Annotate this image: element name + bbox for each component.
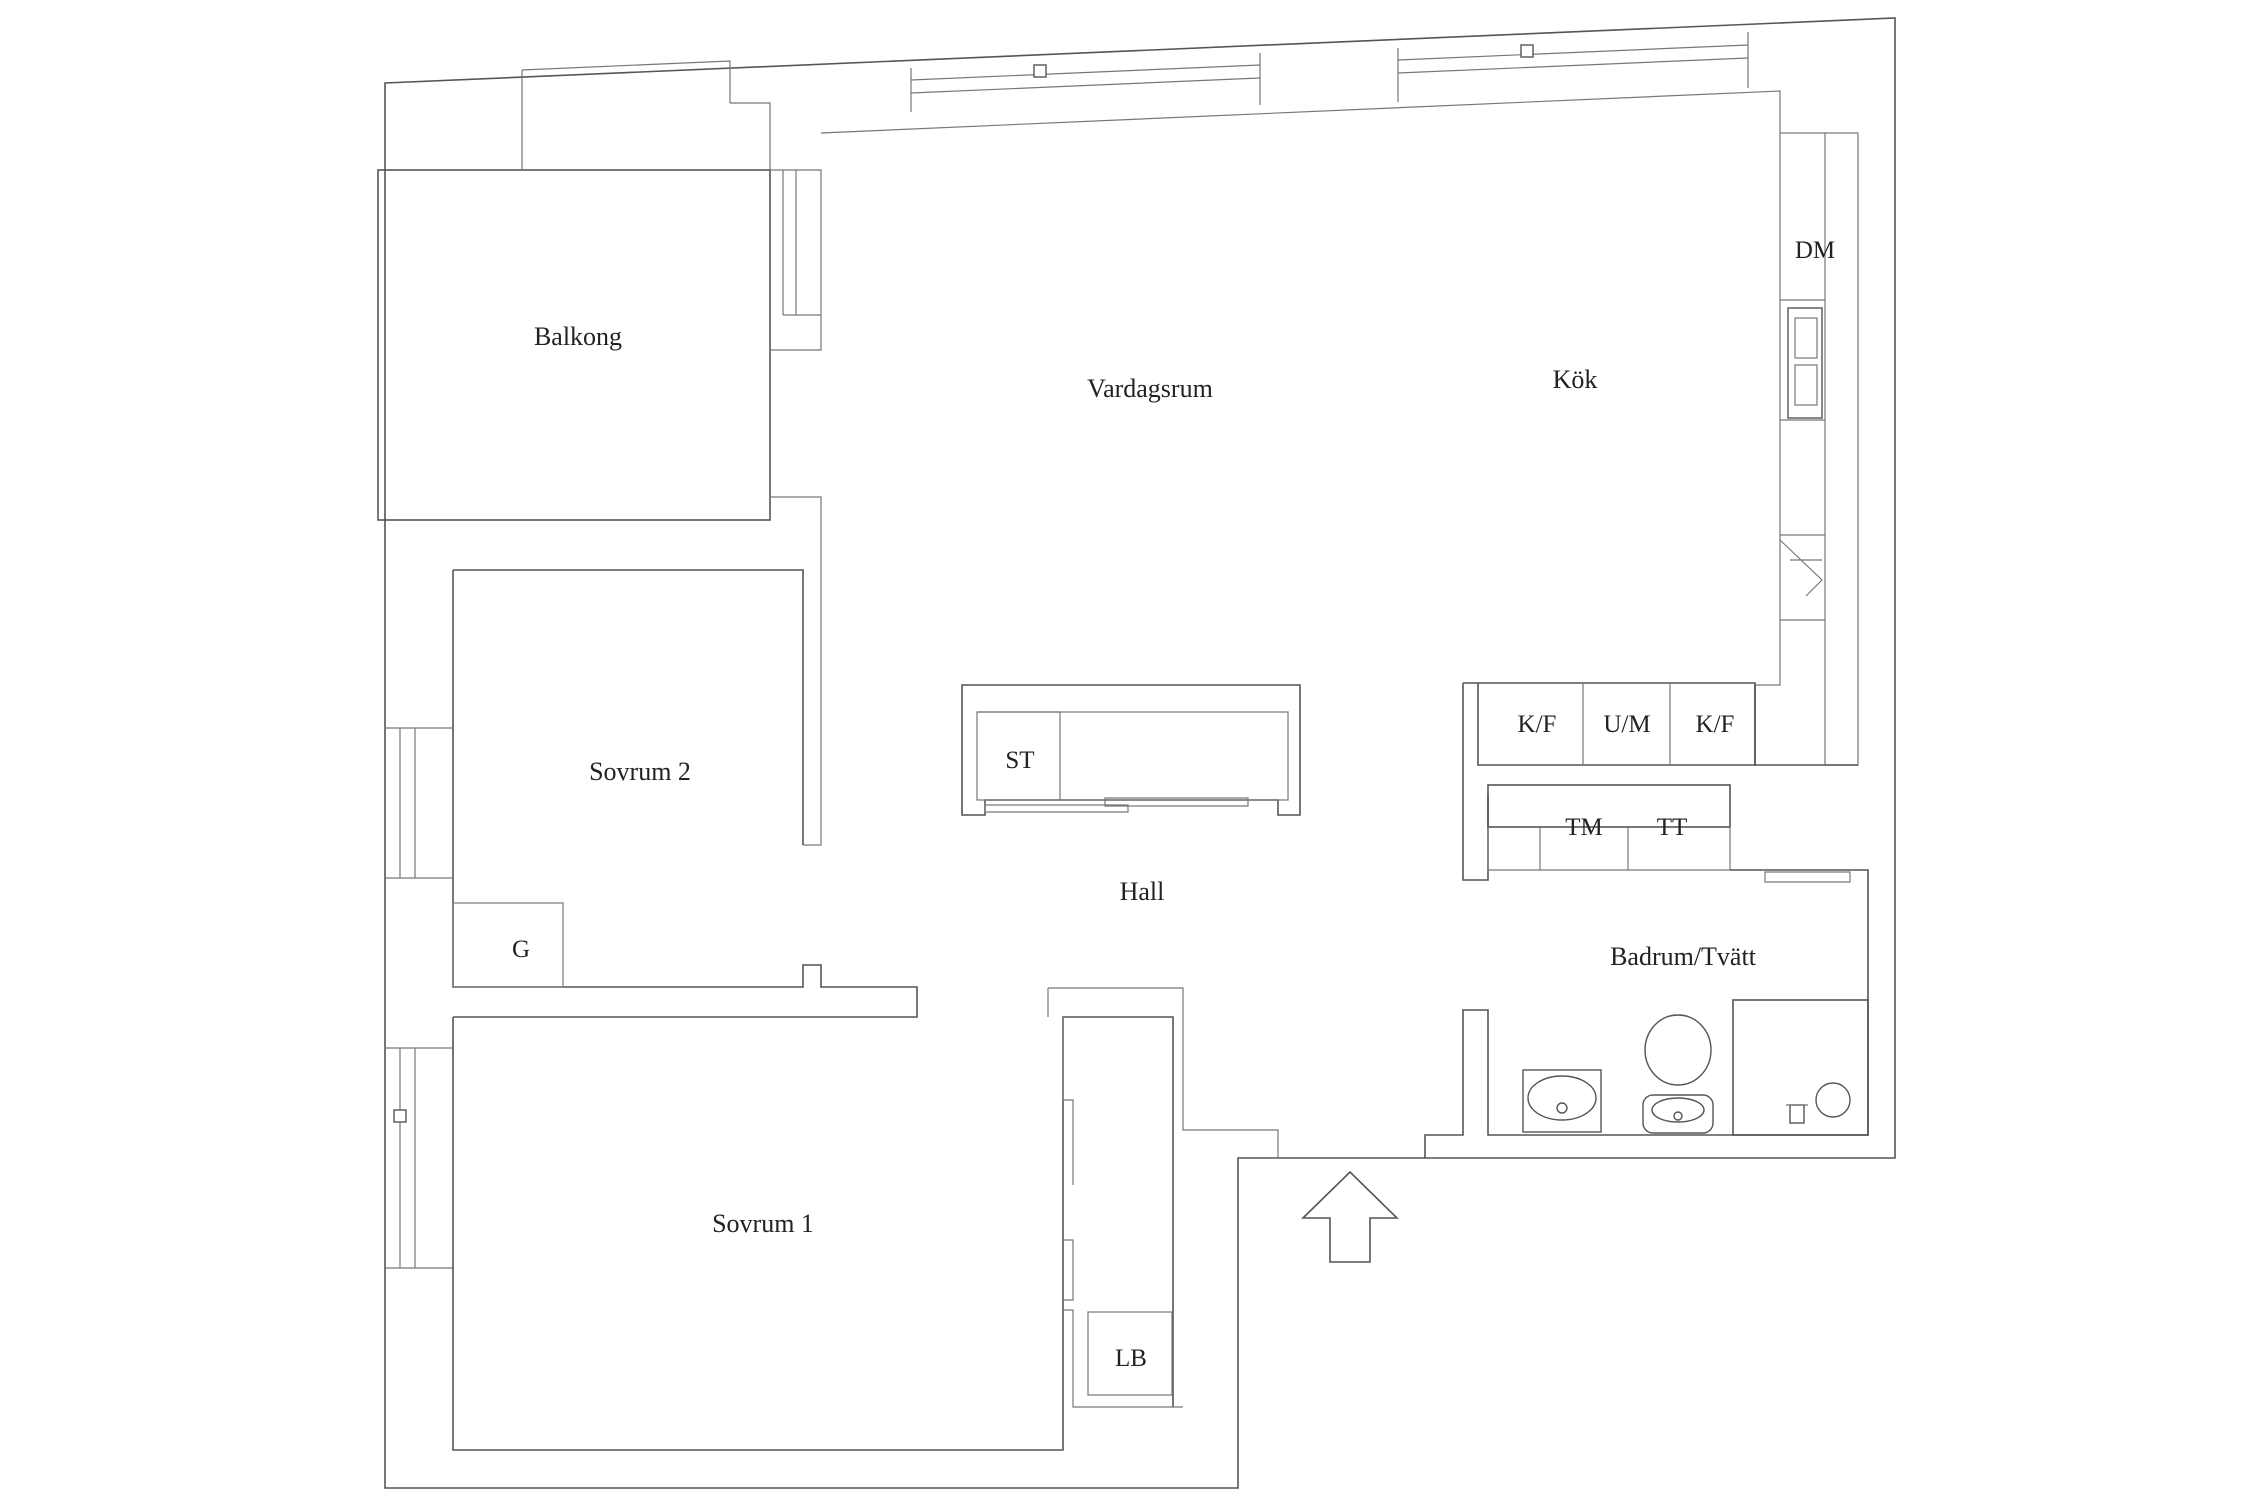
room-label-balkong: Balkong (534, 322, 622, 351)
fixture-label-st: ST (1005, 747, 1034, 774)
fixture-label-tm: TM (1565, 814, 1603, 841)
room-label-badrum: Badrum/Tvätt (1610, 942, 1757, 971)
shower-icon (1786, 1082, 1851, 1124)
bedroom-2-walls (452, 569, 918, 1018)
outer-wall (384, 17, 1896, 1489)
bathroom (1424, 869, 1869, 1158)
fixture-label-tt: TT (1657, 814, 1688, 841)
bedroom-1-walls (452, 987, 1279, 1451)
wardrobe-st (961, 684, 1301, 816)
inner-wall (820, 90, 1781, 686)
room-label-hall: Hall (1120, 877, 1165, 906)
fixture-label-kf-2: K/F (1696, 711, 1735, 738)
fixture-label-g: G (512, 936, 530, 963)
left-windows (385, 727, 453, 1269)
toilet-icon (1642, 1014, 1714, 1134)
balcony (377, 60, 822, 846)
kitchen (1462, 132, 1859, 881)
fixture-label-lb: LB (1115, 1345, 1147, 1372)
room-label-sovrum-1: Sovrum 1 (712, 1209, 814, 1238)
fixture-label-kf-1: K/F (1518, 711, 1557, 738)
room-label-sovrum-2: Sovrum 2 (589, 757, 691, 786)
top-windows (910, 32, 1749, 112)
arrow-up-icon (1301, 1170, 1399, 1263)
fixture-label-um: U/M (1603, 711, 1650, 738)
room-label-vardagsrum: Vardagsrum (1087, 374, 1213, 403)
room-label-kok: Kök (1553, 365, 1598, 394)
fixture-label-dm: DM (1795, 237, 1835, 264)
sink-icon (1522, 1069, 1602, 1133)
